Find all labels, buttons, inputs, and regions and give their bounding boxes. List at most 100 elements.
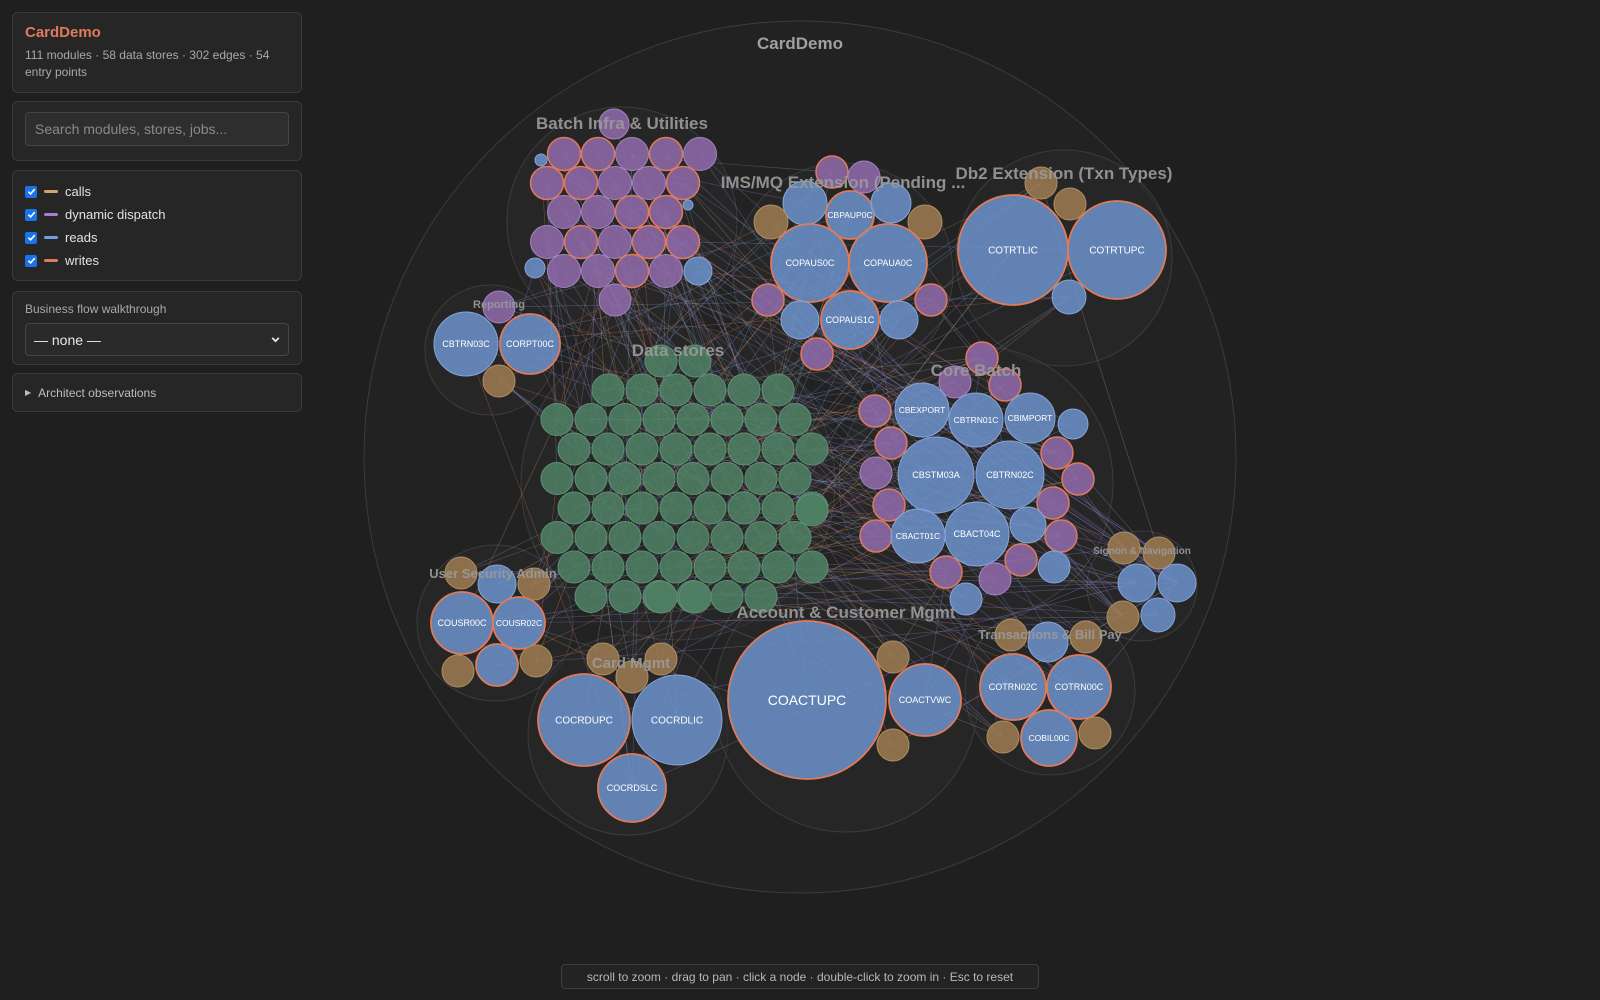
filter-writes[interactable]: writes <box>25 249 289 272</box>
data-store-node[interactable] <box>727 373 761 407</box>
module-node[interactable] <box>477 564 517 604</box>
data-store-node[interactable] <box>761 373 795 407</box>
module-cbpaup0c[interactable] <box>825 190 875 240</box>
module-copaua0c[interactable] <box>848 223 928 303</box>
job-node[interactable] <box>1106 600 1140 634</box>
dispatcher-node[interactable] <box>563 165 599 201</box>
dispatcher-node[interactable] <box>929 555 963 589</box>
job-node[interactable] <box>1069 620 1103 654</box>
job-node[interactable] <box>441 654 475 688</box>
dispatcher-node[interactable] <box>858 394 892 428</box>
data-store-node[interactable] <box>591 550 625 584</box>
dispatcher-node[interactable] <box>859 519 893 553</box>
checkbox-reads[interactable] <box>25 231 37 244</box>
job-node[interactable] <box>517 567 551 601</box>
data-store-node[interactable] <box>574 462 608 495</box>
dispatcher-node[interactable] <box>665 224 701 260</box>
dispatcher-node[interactable] <box>546 136 582 172</box>
job-node[interactable] <box>1107 531 1141 565</box>
job-node[interactable] <box>586 642 620 676</box>
job-node[interactable] <box>907 204 943 240</box>
module-cocrdupc[interactable] <box>537 673 631 767</box>
job-node[interactable] <box>994 618 1028 652</box>
data-store-node[interactable] <box>678 344 712 378</box>
dispatcher-node[interactable] <box>1040 436 1074 470</box>
module-cbstm03a[interactable] <box>897 436 975 514</box>
module-node[interactable] <box>475 643 519 687</box>
module-node[interactable] <box>1140 597 1176 633</box>
dispatcher-node[interactable] <box>872 488 906 522</box>
dispatcher-node[interactable] <box>978 562 1012 596</box>
job-node[interactable] <box>615 660 649 694</box>
data-store-node[interactable] <box>642 403 676 436</box>
data-store-node[interactable] <box>795 493 829 527</box>
dispatcher-node[interactable] <box>615 137 649 171</box>
dispatcher-node[interactable] <box>529 165 565 201</box>
module-node[interactable] <box>1051 279 1087 315</box>
module-cotrtupc[interactable] <box>1067 200 1167 300</box>
data-store-node[interactable] <box>557 550 591 584</box>
data-store-node[interactable] <box>625 550 659 584</box>
module-node[interactable] <box>780 300 820 340</box>
dispatcher-node[interactable] <box>800 337 834 371</box>
job-node[interactable] <box>986 720 1020 754</box>
job-node[interactable] <box>644 642 678 676</box>
data-store-node[interactable] <box>778 403 812 436</box>
job-node[interactable] <box>519 644 553 678</box>
data-store-node[interactable] <box>642 521 676 554</box>
module-node[interactable] <box>683 256 713 286</box>
dispatcher-node[interactable] <box>847 160 881 194</box>
job-node[interactable] <box>1142 536 1176 570</box>
data-store-node[interactable] <box>710 521 744 554</box>
data-store-node[interactable] <box>644 580 678 614</box>
data-store-node[interactable] <box>744 403 778 436</box>
data-store-node[interactable] <box>676 521 710 554</box>
data-store-node[interactable] <box>625 373 659 407</box>
filter-dynamic-dispatch[interactable]: dynamic dispatch <box>25 203 289 226</box>
data-store-node[interactable] <box>761 550 795 584</box>
data-store-node[interactable] <box>676 403 710 436</box>
data-store-node[interactable] <box>710 403 744 436</box>
data-store-node[interactable] <box>659 491 693 525</box>
data-store-node[interactable] <box>608 521 642 554</box>
module-node[interactable] <box>949 582 983 616</box>
module-cotrn00c[interactable] <box>1046 654 1112 720</box>
module-cbtrn02c[interactable] <box>975 440 1045 510</box>
dispatcher-node[interactable] <box>614 253 650 289</box>
module-node[interactable] <box>1009 506 1047 544</box>
dispatcher-node[interactable] <box>1036 486 1070 520</box>
data-store-node[interactable] <box>574 521 608 554</box>
data-store-node[interactable] <box>574 403 608 436</box>
observations-toggle[interactable]: ▶ Architect observations <box>12 373 302 412</box>
data-store-node[interactable] <box>744 462 778 495</box>
module-node[interactable] <box>870 182 912 224</box>
filter-calls[interactable]: calls <box>25 180 289 203</box>
data-store-node[interactable] <box>795 432 829 466</box>
dispatcher-node[interactable] <box>874 426 908 460</box>
job-node[interactable] <box>1053 187 1087 221</box>
module-cbexport[interactable] <box>894 382 950 438</box>
dispatcher-node[interactable] <box>815 155 849 189</box>
data-store-node[interactable] <box>761 432 795 466</box>
data-store-node[interactable] <box>608 580 642 613</box>
data-store-node[interactable] <box>608 462 642 495</box>
flow-select[interactable]: — none — <box>25 323 289 356</box>
dispatcher-node[interactable] <box>563 224 599 260</box>
module-cocrdslc[interactable] <box>597 753 667 823</box>
job-node[interactable] <box>482 364 516 398</box>
dispatcher-node[interactable] <box>938 365 972 399</box>
module-cousr02c[interactable] <box>492 596 546 650</box>
checkbox-calls[interactable] <box>25 185 37 198</box>
filter-reads[interactable]: reads <box>25 226 289 249</box>
dispatcher-node[interactable] <box>1004 543 1038 577</box>
data-store-node[interactable] <box>778 462 812 495</box>
dispatcher-node[interactable] <box>751 283 785 317</box>
module-node[interactable] <box>1057 408 1089 440</box>
dispatcher-node[interactable] <box>598 225 632 259</box>
dispatcher-node[interactable] <box>988 368 1022 402</box>
dispatcher-node[interactable] <box>581 195 615 229</box>
job-node[interactable] <box>444 556 478 590</box>
dispatcher-node[interactable] <box>581 254 615 288</box>
data-store-node[interactable] <box>761 491 795 525</box>
